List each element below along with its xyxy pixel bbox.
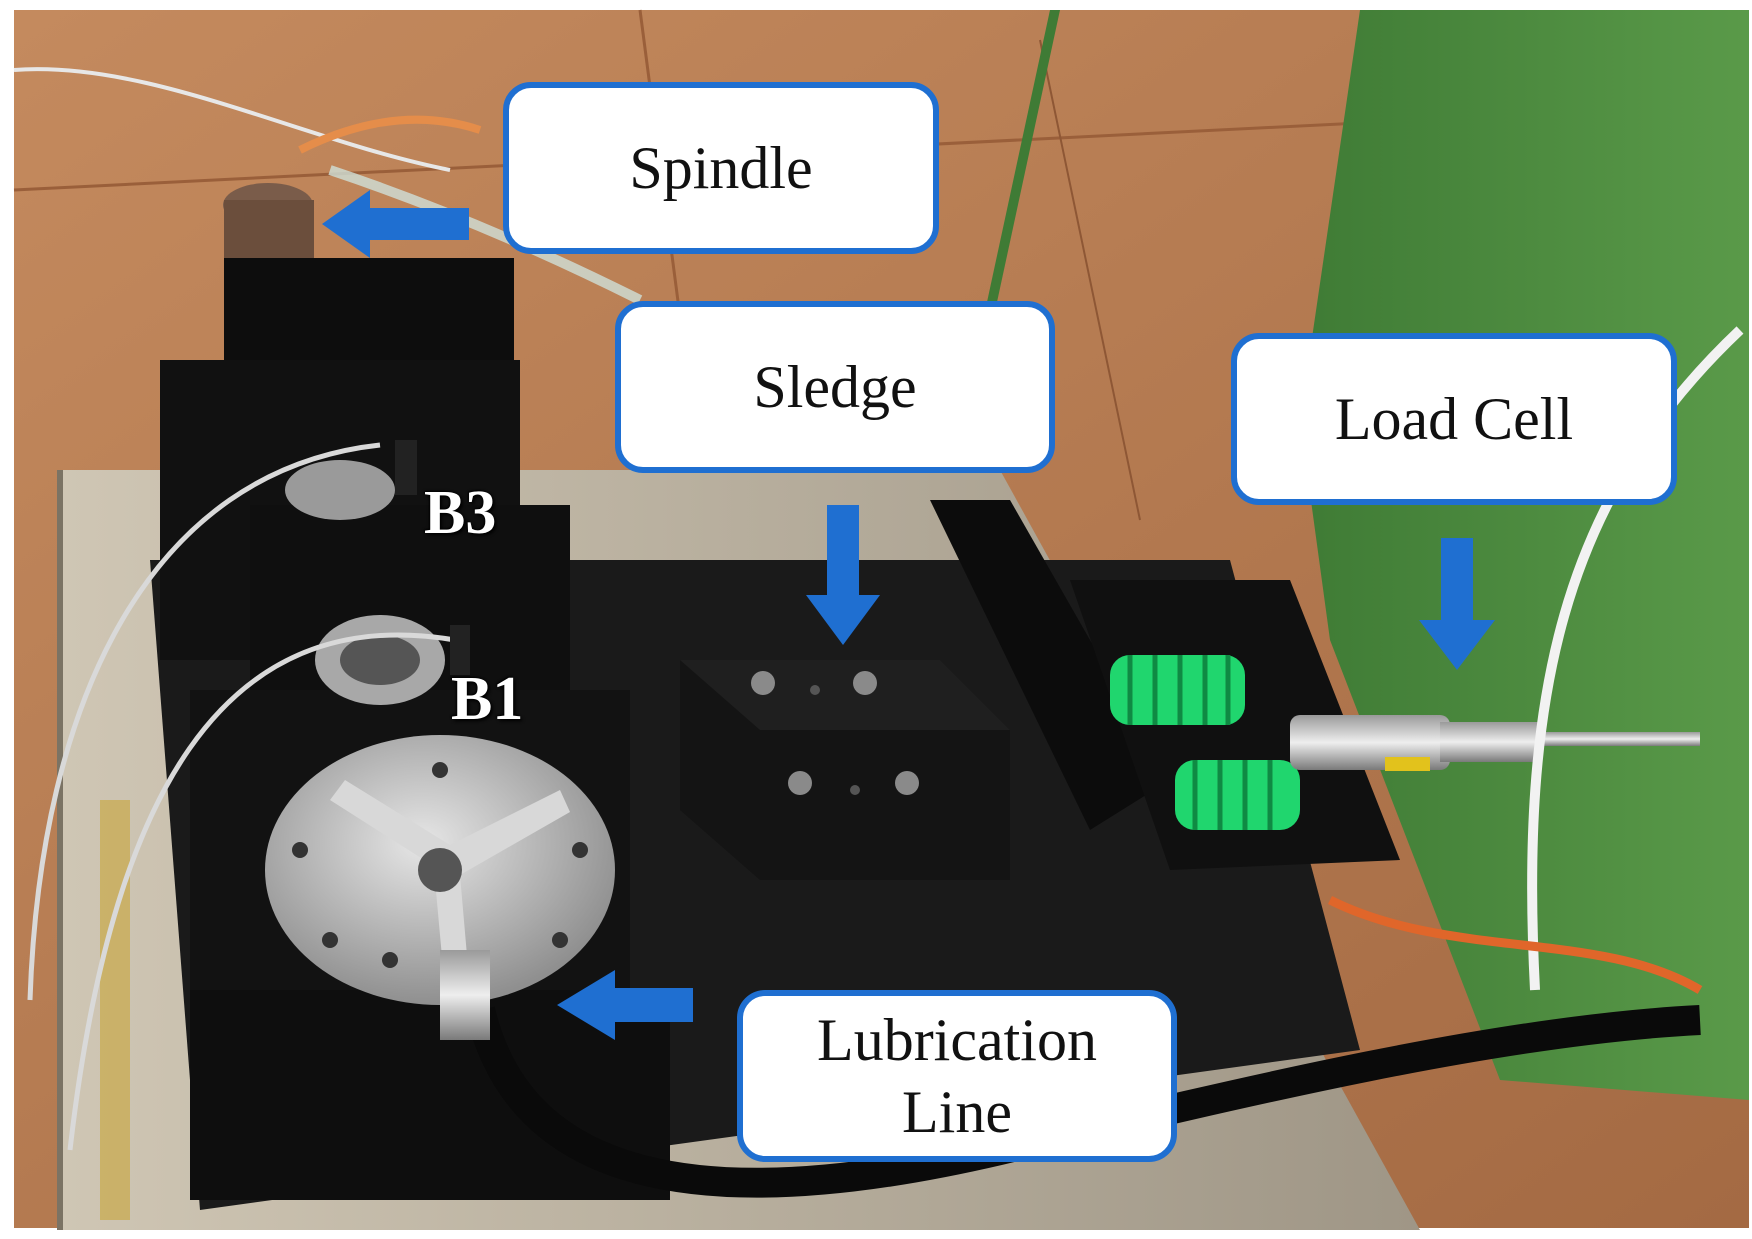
spindle-arrow [322, 190, 469, 258]
load-cell [1290, 715, 1450, 770]
lubrication-line-callout: Lubrication Line [737, 990, 1177, 1162]
sledge-callout: Sledge [615, 301, 1055, 473]
bearing-label-b1: B1 [451, 665, 524, 733]
green-wall [1300, 10, 1749, 1100]
lubrication-arrow [557, 970, 693, 1040]
green-springs [1110, 655, 1300, 830]
load-cell-callout: Load Cell [1231, 333, 1677, 505]
spindle-callout: Spindle [503, 82, 939, 254]
load-cell-arrow [1419, 538, 1495, 670]
sledge-arrow [806, 505, 880, 645]
bearing-label-b3: B3 [424, 479, 497, 547]
